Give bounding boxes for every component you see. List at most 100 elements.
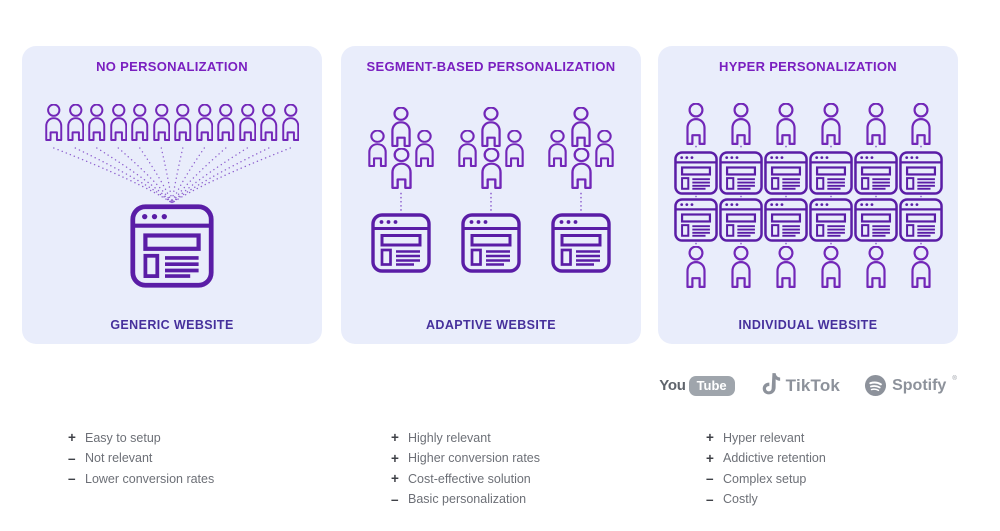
website-icon	[763, 198, 808, 242]
pros-cons-list-no-personalization: + Easy to setup –Not relevant –Lower conver…	[68, 430, 214, 492]
dotted-connector	[919, 195, 922, 198]
user-group-icon	[363, 107, 439, 189]
user-icon	[109, 104, 127, 141]
panel-title: SEGMENT-BASED PERSONALIZATION	[366, 59, 616, 74]
list-item-text: Easy to setup	[85, 430, 161, 445]
list-item-text: Higher conversion rates	[408, 451, 541, 466]
minus-sign-icon: –	[706, 491, 714, 507]
list-item-text: Addictive retention	[723, 451, 826, 466]
website-icon	[718, 151, 763, 195]
user-icon	[865, 103, 886, 145]
user-icon	[281, 104, 299, 141]
dotted-connector	[400, 192, 402, 212]
dotted-connector	[694, 145, 697, 151]
dotted-connector	[784, 195, 787, 198]
user-segment-group	[543, 106, 619, 212]
pros-cons-list-hyper: +Hyper relevant+Addictive retention–Comp…	[706, 430, 826, 512]
user-icon	[88, 104, 106, 141]
individual-user-column	[898, 103, 943, 288]
tiktok-logo: TikTok	[759, 372, 840, 399]
user-icon	[685, 103, 706, 145]
website-icon	[853, 151, 898, 195]
user-icon	[685, 246, 706, 288]
dotted-connector	[829, 195, 832, 198]
pro-item: + Highly relevant	[391, 430, 540, 445]
panel-title: HYPER PERSONALIZATION	[719, 59, 897, 74]
user-icon	[775, 103, 796, 145]
panel-hyper-personalization: HYPER PERSONALIZATION INDIVIDUAL WEBSITE	[658, 46, 958, 344]
dotted-connector	[829, 145, 832, 151]
plus-sign-icon: +	[706, 450, 714, 466]
list-item-text: Highly relevant	[408, 430, 491, 445]
list-item-text: Lower conversion rates	[85, 471, 215, 486]
pro-item: + Hyper relevant	[706, 430, 826, 445]
con-item: –Not relevant	[68, 451, 214, 466]
individual-user-column	[673, 103, 718, 288]
dotted-fan-lines	[53, 147, 291, 204]
generic-website-icon-wrap	[130, 204, 214, 288]
pro-item: + Addictive retention	[706, 451, 826, 466]
website-icon	[898, 151, 943, 195]
brand-logos-row: You Tube TikTok Spotify ®	[658, 372, 958, 399]
user-icon	[131, 104, 149, 141]
con-item: –Basic personalization	[391, 492, 540, 507]
tiktok-wordmark: TikTok	[785, 375, 841, 395]
youtube-logo: You Tube	[659, 375, 735, 396]
user-icon	[238, 104, 256, 141]
pro-item: +Cost-effective solution	[391, 471, 540, 486]
list-item-text: Costly	[723, 492, 758, 507]
user-icon	[820, 246, 841, 288]
user-icon	[174, 104, 192, 141]
plus-sign-icon: +	[391, 430, 399, 445]
minus-sign-icon: –	[68, 471, 76, 487]
user-icon	[865, 246, 886, 288]
panel-label: ADAPTIVE WEBSITE	[425, 318, 557, 332]
dotted-connector	[739, 145, 742, 151]
dotted-connector	[490, 192, 492, 212]
plus-sign-icon: +	[706, 430, 714, 445]
list-item-text: Not relevant	[85, 451, 153, 466]
dotted-connector	[580, 192, 582, 212]
user-icon	[195, 104, 213, 141]
youtube-tube-badge: Tube	[688, 375, 735, 396]
dotted-connector	[784, 145, 787, 151]
user-group-icon	[543, 107, 619, 189]
spotify-trademark: ®	[952, 376, 957, 382]
individual-websites-grid	[658, 103, 958, 288]
panel-segment-based-personalization: SEGMENT-BASED PERSONALIZATION ADAPTIVE W…	[341, 46, 641, 344]
dotted-connector	[919, 242, 922, 246]
minus-sign-icon: –	[391, 491, 399, 507]
individual-user-column	[808, 103, 853, 288]
individual-user-column	[763, 103, 808, 288]
dotted-connector	[739, 195, 742, 198]
list-item-text: Complex setup	[723, 471, 807, 486]
dotted-connector	[874, 145, 877, 151]
youtube-wordmark-you: You	[659, 377, 686, 394]
plus-sign-icon: +	[68, 430, 76, 445]
minus-sign-icon: –	[706, 471, 714, 487]
list-item-text: Hyper relevant	[723, 430, 805, 445]
panel-label: GENERIC WEBSITE	[110, 318, 234, 332]
con-item: –Costly	[706, 492, 826, 507]
panel-label: INDIVIDUAL WEBSITE	[738, 318, 878, 332]
user-segment-group	[453, 106, 529, 212]
spotify-wordmark: Spotify	[892, 377, 947, 394]
panel-title: NO PERSONALIZATION	[96, 59, 248, 74]
user-group-icon	[453, 107, 529, 189]
con-item: –Complex setup	[706, 471, 826, 486]
user-icon	[820, 103, 841, 145]
users-row	[22, 104, 322, 141]
user-icon	[730, 246, 751, 288]
website-icon	[898, 198, 943, 242]
website-icon	[130, 204, 214, 288]
website-icon	[853, 198, 898, 242]
website-icon	[673, 151, 718, 195]
list-item-text: Basic personalization	[408, 492, 527, 507]
website-icon	[371, 213, 431, 273]
user-segment-group	[363, 106, 439, 212]
pro-item: +Higher conversion rates	[391, 451, 540, 466]
list-item-text: Cost-effective solution	[408, 471, 531, 486]
website-icon	[808, 151, 853, 195]
pros-cons-list-segment-based: + Highly relevant +Higher conversion rates…	[391, 430, 540, 512]
